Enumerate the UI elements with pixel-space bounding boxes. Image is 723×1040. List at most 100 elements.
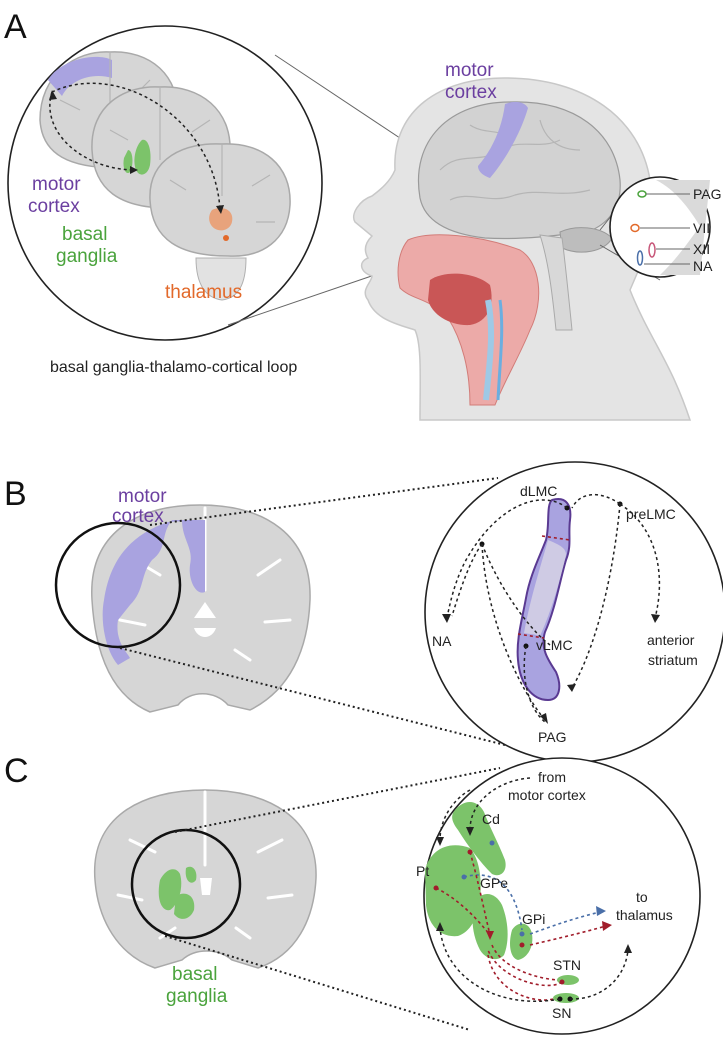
vlmc-to-na-arrow: [451, 543, 483, 617]
pag-target-label: PAG: [538, 729, 567, 745]
prelmc-to-striatum-arrow: [619, 503, 661, 619]
to-label: to: [636, 889, 648, 905]
striatum-label: striatum: [648, 652, 698, 668]
vlmc-label: vLMC: [536, 637, 573, 653]
panel-c-ventricle: [200, 878, 212, 895]
panel-c-sulci: [116, 790, 294, 940]
loop-arrow-cortex-to-bg: [49, 91, 133, 171]
coronal-slices: [39, 51, 291, 301]
arrowhead-red-thalamus: [602, 921, 612, 931]
loop-arrow-thalamus-to-cortex: [51, 82, 221, 211]
cortex-to-caudate-arrow: [469, 777, 531, 831]
head-motor-cortex: [478, 101, 528, 178]
pag-label: PAG: [693, 186, 722, 202]
panel-b-motor-cortex-medial: [182, 520, 205, 593]
panel-c-basal-ganglia-2: [174, 893, 195, 919]
panel-b-connector-top: [149, 477, 499, 526]
gpi-red-dot: [519, 942, 525, 948]
panel-b-letter: B: [4, 475, 27, 513]
vii-nucleus: [630, 223, 640, 233]
stn-label: STN: [553, 957, 581, 973]
loop-arrowhead-2: [216, 205, 224, 214]
slice-3-thalamus-dot: [223, 235, 229, 241]
dlmc-label: dLMC: [520, 483, 557, 499]
dlmc-boundary: [541, 535, 571, 541]
xii-label: XII: [693, 241, 710, 257]
sn-label: SN: [552, 1005, 571, 1021]
panel-a-letter: A: [4, 8, 27, 46]
red-path-gpi-thalamus: [529, 925, 607, 946]
arrowhead-caudate: [466, 827, 474, 836]
panel-b-ventricles: [194, 602, 216, 637]
airway-trachea: [483, 299, 495, 401]
panel-b-motor-cortex: [102, 520, 205, 665]
na-target-label: NA: [432, 633, 452, 649]
red-path-gpe-stn: [491, 944, 559, 981]
blue-path-gpi-thalamus: [529, 911, 601, 935]
coronal-slice-3: [149, 143, 291, 257]
head-sagittal: [353, 77, 692, 421]
xii-nucleus: [648, 242, 656, 258]
cd-label: Cd: [482, 811, 500, 827]
sn-to-striatum-arrow: [439, 927, 561, 1003]
red-path-stn-gpe: [487, 949, 563, 987]
arrowhead-sn-striatum: [436, 922, 444, 931]
panel-b-zoom-circle: [54, 521, 182, 649]
motor-cortex-source-label: motor cortex: [508, 787, 586, 803]
airway-esophagus: [496, 299, 504, 401]
arrowhead-blue-thalamus: [596, 906, 606, 916]
slice-3-sulci: [169, 145, 275, 223]
caudate-blue-dot: [489, 840, 495, 846]
thalamus-target-label: thalamus: [616, 907, 673, 923]
dlmc-to-na-arrow: [445, 499, 568, 619]
slice-3-thalamus: [209, 208, 233, 231]
anterior-label: anterior: [647, 632, 695, 648]
substantia-nigra: [553, 993, 579, 1003]
inset-thalamus-label: thalamus: [165, 282, 242, 303]
larynx-motor-cortex-mid: [524, 540, 566, 636]
gpe-label: GPe: [480, 875, 508, 891]
from-label: from: [538, 769, 566, 785]
putamen: [425, 845, 481, 937]
arrowhead-putamen: [436, 837, 444, 846]
loop-arrowhead-1: [130, 166, 138, 174]
brain-sagittal: [418, 101, 621, 240]
arrowhead-sn-thalamus: [624, 944, 632, 953]
brainstem-sagittal: [539, 234, 573, 331]
sn-to-thalamus-arrow: [569, 949, 629, 1000]
gpi-blue-dot: [519, 931, 525, 937]
na-nucleus: [636, 250, 644, 266]
panel-c-connector-bottom: [164, 935, 471, 1031]
cortex-to-putamen-arrow: [439, 789, 471, 841]
na-label: NA: [693, 258, 713, 274]
caudate-nucleus: [452, 801, 506, 876]
gpi-label: GPi: [522, 911, 545, 927]
globus-pallidus-internal: [510, 923, 533, 960]
slice-2-basal-ganglia: [134, 139, 151, 175]
arrowhead-vlmc: [567, 684, 576, 692]
vii-label: VII: [693, 220, 710, 236]
slice-3-brainstem: [195, 257, 247, 301]
panel-c-basal-ganglia-3: [185, 866, 197, 883]
blue-path-putamen-gpi: [463, 874, 523, 931]
panel-a-caption: basal ganglia-thalamo-cortical loop: [50, 359, 297, 376]
red-path-caudate-gpe: [469, 851, 491, 936]
panel-b-connector-bottom: [119, 647, 506, 746]
zoom-connector-bottom: [227, 267, 396, 326]
arrowhead-pag: [540, 713, 548, 724]
arrowhead-na: [442, 614, 451, 623]
panel-c-letter: C: [4, 752, 29, 790]
slice-1-sulci: [59, 52, 161, 126]
red-path-gpe-sn: [487, 954, 557, 1001]
prelmc-label: preLMC: [626, 506, 676, 522]
globus-pallidus-external: [472, 893, 508, 960]
arrowhead-striatum: [651, 614, 660, 623]
